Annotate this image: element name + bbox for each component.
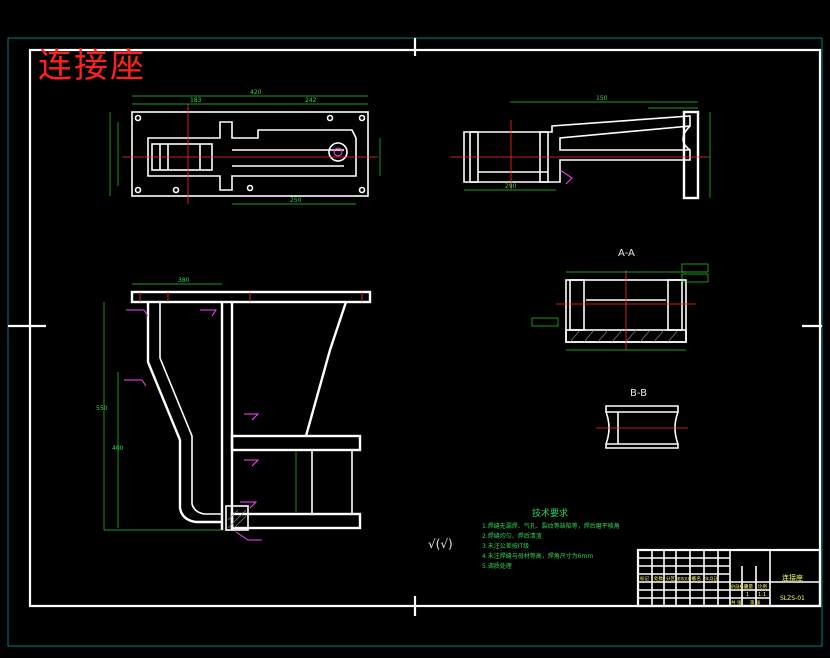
section-b-b: B-B: [596, 388, 688, 449]
part-title: 连接座: [38, 46, 146, 86]
tech-req-line: 5.调质处理: [482, 562, 512, 570]
dim-top-bottom: 250: [290, 197, 302, 204]
front-view: 380 550 400: [96, 277, 372, 541]
tech-req-line: 4.未注焊缝与母材等高，焊角尺寸为6mm: [482, 552, 593, 560]
dim-side-bottom: 290: [505, 183, 517, 190]
tech-req-title: 技术要求: [532, 507, 568, 519]
tb-aux-label: 阶段标记: [731, 583, 749, 590]
title-block: 标记 处数 分区 更改文件号 签名 年月日 阶段标记 重量 比例 共 张 第 张…: [636, 548, 822, 608]
dim-top-right: 242: [305, 97, 317, 104]
tb-row-label: 标记: [640, 575, 649, 582]
tb-row-label: 签名: [692, 575, 701, 582]
surface-roughness-symbol: √(√): [428, 537, 453, 551]
technical-requirements: 技术要求 1.焊缝无漏焊、气孔、裂纹等缺陷等，焊后磨平棱角 2.焊缝均匀、焊后清…: [428, 507, 620, 570]
tech-req-line: 3.未注公差按IT级: [482, 542, 529, 550]
tb-part-name: 连接座: [782, 573, 803, 582]
centering-marks: [8, 38, 822, 616]
tb-aux-label: 重量: [744, 583, 753, 590]
outer-border: [7, 37, 823, 647]
section-a-a: A-A: [531, 248, 709, 351]
section-label-b: B-B: [630, 388, 647, 399]
tech-req-line: 2.焊缝均匀、焊后清渣: [482, 532, 542, 540]
tech-req-line: 1.焊缝无漏焊、气孔、裂纹等缺陷等，焊后磨平棱角: [482, 522, 620, 530]
side-view: 150 290: [450, 95, 711, 200]
section-label-a: A-A: [618, 248, 635, 259]
tb-row-label: 处数: [654, 575, 663, 582]
tb-aux-label: 共 张: [731, 599, 742, 606]
dim-side-top: 150: [596, 95, 608, 102]
tb-scale: 1:1: [758, 592, 766, 598]
dim-height-total: 550: [96, 405, 108, 412]
tb-qty: 1: [746, 592, 749, 598]
tb-row-label: 更改文件号: [677, 576, 695, 581]
dim-top-overall: 420: [250, 89, 262, 96]
dim-top-left: 183: [190, 97, 202, 104]
tb-row-label: 年月日: [705, 575, 718, 582]
tb-aux-label: 第 张: [750, 599, 761, 606]
dim-front-top: 380: [178, 277, 190, 284]
inner-frame: [28, 48, 822, 608]
tb-aux-label: 比例: [758, 583, 767, 590]
dim-height-inner: 400: [112, 445, 124, 452]
tb-drawing-code: SLZS-01: [780, 595, 805, 602]
top-view: 420 183 242 250: [109, 89, 381, 205]
tb-row-label: 分区: [666, 575, 675, 582]
